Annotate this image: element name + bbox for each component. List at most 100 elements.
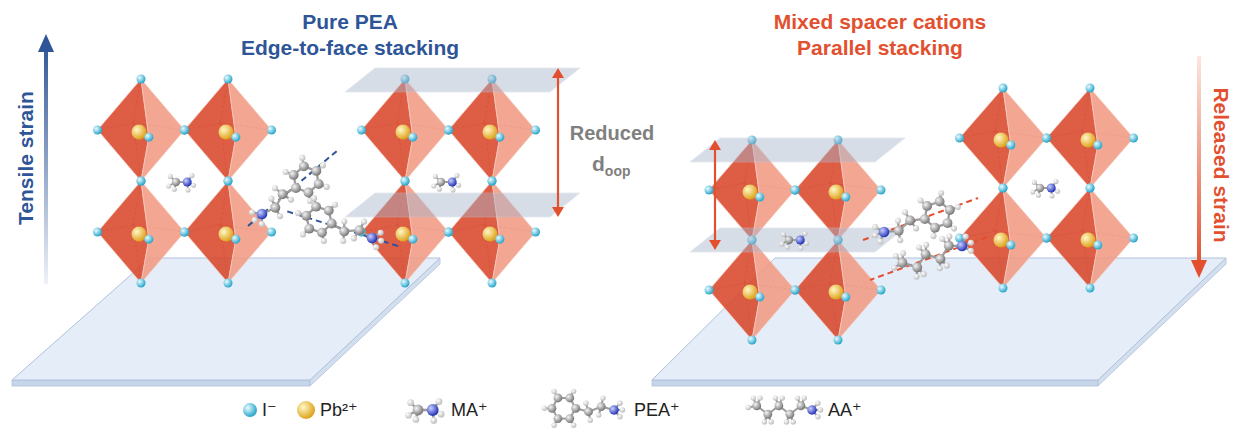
atom (746, 405, 751, 410)
atom (183, 178, 192, 187)
octahedron-face (1003, 188, 1047, 288)
stacking-guide (863, 198, 978, 240)
lead-ion (1081, 133, 1096, 148)
iodide-ion (999, 184, 1008, 193)
pbi6-octahedron (960, 188, 1047, 288)
atom (571, 389, 576, 394)
octahedron-face (960, 88, 1011, 188)
atom (877, 238, 883, 244)
atom (763, 410, 772, 419)
atom (456, 183, 461, 188)
distance-symbol: d (592, 153, 605, 175)
atom (288, 197, 294, 203)
perovskite-layer (362, 79, 536, 283)
arrow-shaft (714, 148, 716, 242)
atom (277, 213, 283, 219)
iodide-ion (748, 336, 757, 345)
iodide-ion (999, 184, 1008, 193)
atom (804, 241, 809, 246)
atom (1036, 184, 1044, 192)
atom (891, 265, 897, 271)
stacking-guide (248, 150, 338, 226)
iodide-ion (401, 177, 410, 186)
atom (367, 233, 378, 244)
iodide-ion (231, 235, 240, 244)
atom (1032, 180, 1037, 185)
atom (295, 210, 301, 216)
pbi6-octahedron (98, 79, 185, 181)
perovskite-layer (960, 88, 1134, 288)
legend-text: Pb²⁺ (320, 401, 358, 420)
octahedron-face (1090, 88, 1134, 188)
atom (818, 407, 823, 412)
atom (617, 400, 622, 405)
iodide-ion (267, 228, 276, 237)
atom (935, 254, 945, 264)
legend-sample (243, 403, 257, 417)
legend-text: MA⁺ (451, 401, 488, 420)
iodide-ion (137, 75, 146, 84)
atom (378, 238, 384, 244)
atom (551, 389, 556, 394)
distance-arrow (709, 140, 721, 250)
distance-label: Reduced (570, 123, 654, 144)
lattice-plane (690, 138, 905, 162)
atom (553, 394, 562, 403)
octahedron-face (1003, 88, 1047, 188)
distance-arrow (552, 68, 564, 217)
iodide-ion (180, 228, 189, 237)
atom (872, 224, 878, 230)
atom (937, 265, 943, 271)
atom (930, 233, 936, 239)
atom (897, 237, 903, 243)
panel-heading: Pure PEA (302, 11, 398, 33)
atom (542, 406, 547, 411)
atom (923, 242, 929, 248)
atom (168, 174, 173, 179)
atom (431, 183, 436, 188)
atom (454, 173, 459, 178)
atom (311, 195, 317, 201)
atom (587, 417, 592, 422)
iodide-ion (495, 235, 504, 244)
atom (268, 196, 274, 202)
iodide-ion (531, 228, 540, 237)
atom (252, 217, 258, 223)
pbi6-octahedron (1047, 88, 1134, 188)
atom (437, 187, 442, 192)
atom (597, 402, 606, 411)
lattice-plane (690, 228, 905, 252)
atom (324, 184, 330, 190)
iodide-ion (224, 177, 233, 186)
iodide-ion (144, 235, 153, 244)
atom (779, 241, 784, 246)
pbi6-octahedron (1047, 188, 1134, 288)
atom (944, 241, 954, 251)
octahedron-face (362, 79, 413, 181)
octahedron-face (228, 181, 272, 283)
iodide-ion (444, 228, 453, 237)
atom (1030, 189, 1035, 194)
atom (320, 162, 326, 168)
atom (339, 226, 349, 236)
iodide-ion (1129, 134, 1138, 143)
atom (895, 218, 901, 224)
atom (272, 185, 278, 191)
atom (283, 169, 289, 175)
octahedron-face (492, 79, 536, 181)
atom (796, 236, 805, 245)
atom (780, 395, 785, 400)
iodide-ion (791, 186, 800, 195)
pea-cation (249, 155, 330, 227)
ma-cation (779, 231, 809, 251)
octahedron-face (98, 79, 149, 181)
iodide-ion (999, 284, 1008, 293)
iodide-ion (877, 186, 886, 195)
lattice-plane (345, 68, 580, 92)
panel-heading: Mixed spacer cations (774, 11, 986, 33)
iodide-ion (1086, 184, 1095, 193)
atom (781, 232, 786, 237)
atom (757, 395, 762, 400)
iodide-ion (1042, 134, 1051, 143)
iodide-ion (1042, 134, 1051, 143)
